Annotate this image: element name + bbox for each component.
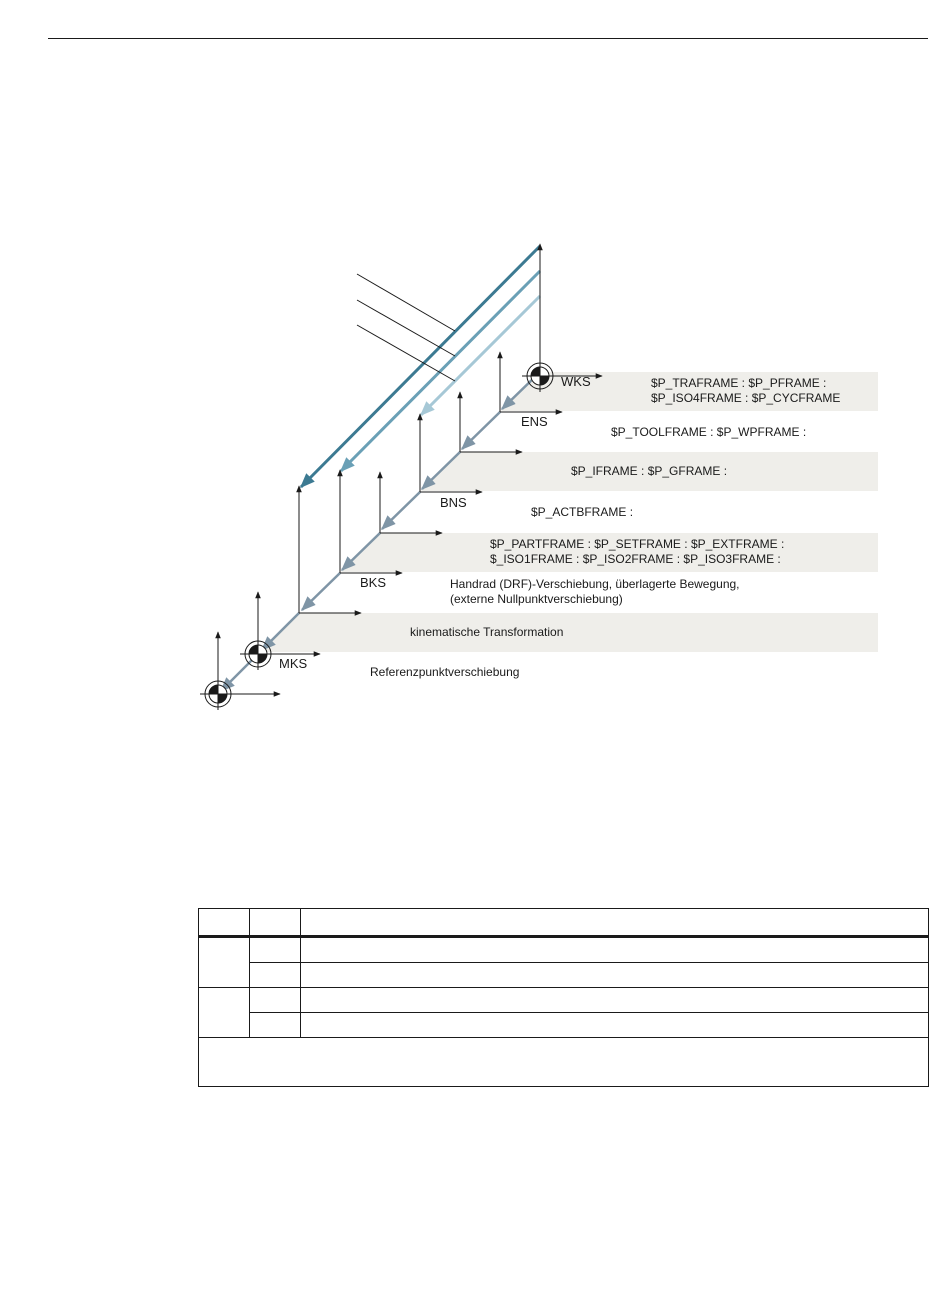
table-header-cell — [198, 908, 250, 938]
table-cell — [198, 936, 250, 988]
frame-bands — [260, 372, 878, 652]
leader-line — [356, 324, 456, 382]
leader-line — [356, 299, 456, 357]
label-reference: Referenzpunktverschiebung — [370, 665, 519, 679]
table-row — [198, 936, 929, 988]
table-cell — [249, 962, 301, 988]
table-row — [199, 1012, 929, 1038]
label-mks: MKS — [279, 656, 308, 671]
label-toolframe: $P_TOOLFRAME : $P_WPFRAME : — [611, 425, 806, 439]
table-cell — [249, 1012, 301, 1038]
overview-arrow-mid — [339, 269, 542, 473]
label-actbframe: $P_ACTBFRAME : — [531, 505, 633, 519]
chain-segment — [340, 532, 381, 572]
band-iframe — [421, 452, 878, 491]
label-bks: BKS — [360, 575, 386, 590]
chain-segment — [460, 411, 501, 451]
label-kinematic: kinematische Transformation — [410, 625, 563, 639]
table-cell — [300, 1012, 929, 1038]
table-row — [198, 987, 929, 1038]
label-partframe-1: $P_PARTFRAME : $P_SETFRAME : $P_EXTFRAME… — [490, 537, 784, 551]
mks-origin-symbol — [242, 638, 274, 670]
label-traframe-1: $P_TRAFRAME : $P_PFRAME : — [651, 376, 826, 390]
overview-arrows — [299, 244, 542, 489]
base-origin-symbol — [202, 678, 234, 710]
table-cell — [249, 936, 301, 963]
table-cell — [300, 962, 929, 988]
table-cell — [198, 987, 250, 1038]
table-header-row — [198, 908, 929, 938]
label-ens: ENS — [521, 414, 548, 429]
overview-arrow-light — [419, 294, 542, 417]
chain-segment — [380, 491, 421, 531]
band-kinematic — [260, 613, 878, 652]
chain-segment — [300, 572, 341, 612]
label-partframe-2: $_ISO1FRAME : $P_ISO2FRAME : $P_ISO3FRAM… — [490, 552, 781, 566]
chain-segment — [260, 612, 300, 652]
table-header-cell — [249, 908, 301, 938]
table-footer-cell — [198, 1037, 929, 1087]
table-cell — [249, 987, 301, 1013]
header-rule — [48, 38, 928, 39]
frame-chain-diagram: WKS ENS BNS BKS MKS $P_TRAFRAME : $P_PFR… — [200, 243, 878, 710]
parameter-table — [198, 908, 929, 1087]
label-wks: WKS — [561, 374, 591, 389]
band-wks — [501, 372, 878, 411]
table-row — [199, 962, 929, 988]
band-partframe — [341, 533, 878, 572]
label-bns: BNS — [440, 495, 467, 510]
label-handrad-2: (externe Nullpunktverschiebung) — [450, 592, 623, 606]
chain-segment — [420, 451, 461, 491]
label-iframe: $P_IFRAME : $P_GFRAME : — [571, 464, 727, 478]
table-cell — [300, 987, 929, 1013]
leader-lines — [356, 273, 456, 382]
table-footer-row — [198, 1037, 929, 1087]
leader-line — [356, 273, 456, 332]
table-cell — [300, 936, 929, 963]
overview-arrow-dark — [299, 244, 542, 489]
label-traframe-2: $P_ISO4FRAME : $P_CYCFRAME — [651, 391, 840, 405]
wks-origin-symbol — [524, 360, 556, 392]
table-header-cell — [300, 908, 929, 938]
label-handrad-1: Handrad (DRF)-Verschiebung, überlagerte … — [450, 577, 740, 591]
